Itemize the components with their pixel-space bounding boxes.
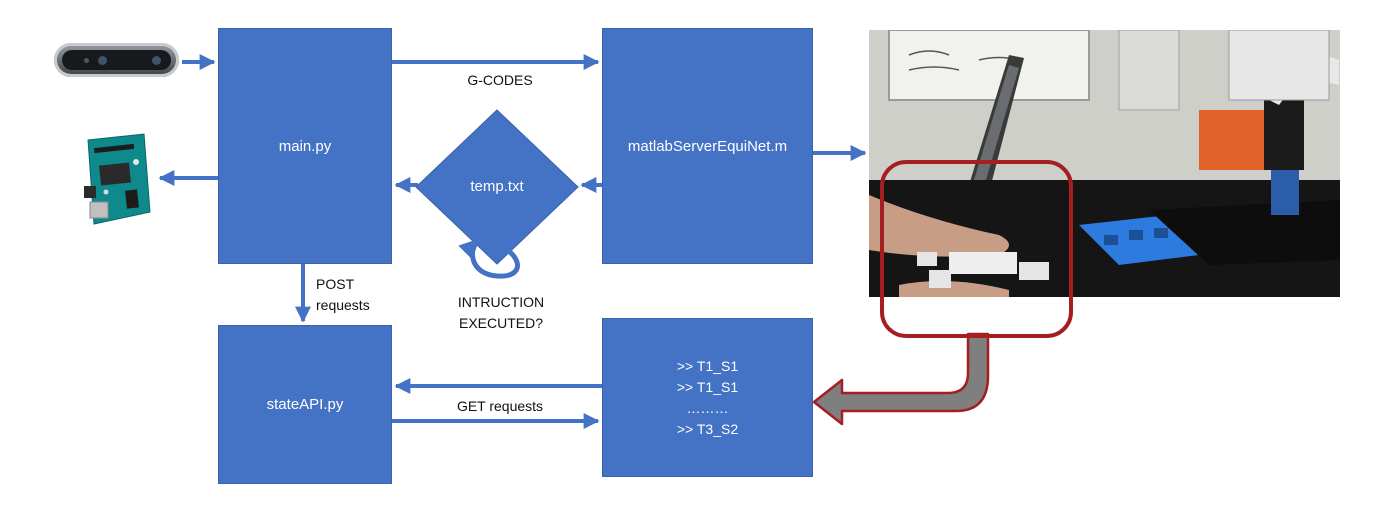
state-api-box: stateAPI.py <box>218 325 392 484</box>
robot-workspace-photo <box>869 30 1340 297</box>
temp-decision-diamond <box>415 109 579 265</box>
matlab-server-label: matlabServerEquiNet.m <box>627 137 788 155</box>
gcodes-label: G-CODES <box>467 72 533 88</box>
executed-label-line1: INTRUCTION <box>457 294 545 310</box>
log-line: >> T3_S2 <box>676 420 739 437</box>
arduino-board-icon <box>84 133 151 225</box>
self-loop-arrow <box>458 238 520 279</box>
executed-label-line2: EXECUTED? <box>458 315 544 331</box>
post-label-line2: requests <box>316 297 370 313</box>
temp-txt-label: temp.txt <box>470 178 524 195</box>
matlab-server-box: matlabServerEquiNet.m <box>602 28 813 264</box>
get-requests-label: GET requests <box>456 398 544 414</box>
post-label-line1: POST <box>316 276 355 292</box>
main-py-label: main.py <box>278 137 332 155</box>
feedback-arrow <box>812 332 990 426</box>
log-line: ……… <box>686 399 729 416</box>
depth-camera-icon <box>54 43 179 77</box>
state-api-label: stateAPI.py <box>266 396 344 413</box>
state-log-box: >> T1_S1 >> T1_S1 ……… >> T3_S2 <box>602 318 813 477</box>
log-line: >> T1_S1 <box>676 357 739 374</box>
log-line: >> T1_S1 <box>676 378 739 395</box>
main-py-box: main.py <box>218 28 392 264</box>
